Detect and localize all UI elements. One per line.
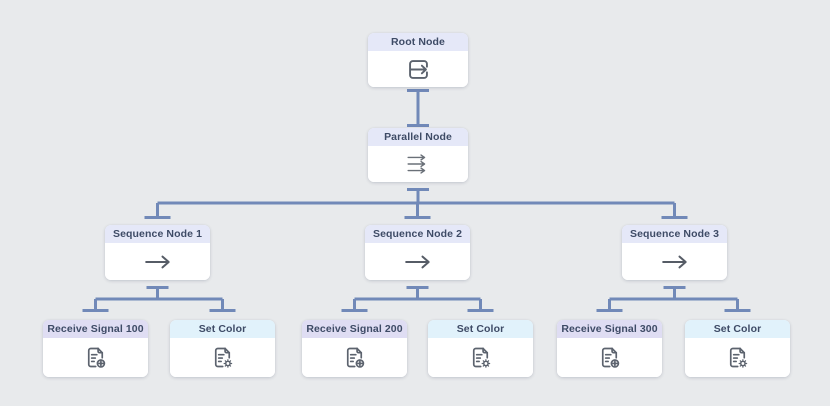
node-set-color-1-header: Set Color <box>170 320 275 338</box>
node-root[interactable]: Root Node <box>368 33 468 87</box>
node-sequence-2-body <box>365 243 470 280</box>
node-sequence-1-body <box>105 243 210 280</box>
arrow-right-icon <box>144 255 170 268</box>
node-set-color-2-header: Set Color <box>428 320 533 338</box>
document-gear-icon <box>729 347 748 369</box>
connector-sequence2-children <box>341 286 494 312</box>
node-receive-signal-200-body <box>302 338 407 377</box>
node-parallel-header: Parallel Node <box>368 128 468 146</box>
node-set-color-3[interactable]: Set Color <box>685 320 790 377</box>
node-set-color-3-body <box>685 338 790 377</box>
document-gear-icon <box>472 347 491 369</box>
node-receive-signal-200[interactable]: Receive Signal 200 <box>302 320 407 377</box>
node-sequence-3-header: Sequence Node 3 <box>622 225 727 243</box>
node-set-color-1[interactable]: Set Color <box>170 320 275 377</box>
connector-parallel-sequences <box>144 188 688 219</box>
document-add-icon <box>87 347 106 369</box>
document-add-icon <box>601 347 620 369</box>
connector-sequence3-children <box>596 286 751 312</box>
node-sequence-3-body <box>622 243 727 280</box>
arrow-right-icon <box>661 255 687 268</box>
node-set-color-1-body <box>170 338 275 377</box>
node-root-body <box>368 51 468 87</box>
node-sequence-3[interactable]: Sequence Node 3 <box>622 225 727 280</box>
connector-root-parallel <box>407 89 429 127</box>
node-receive-signal-300-header: Receive Signal 300 <box>557 320 662 338</box>
document-add-icon <box>346 347 365 369</box>
node-receive-signal-200-header: Receive Signal 200 <box>302 320 407 338</box>
connector-sequence1-children <box>82 286 236 312</box>
node-sequence-2[interactable]: Sequence Node 2 <box>365 225 470 280</box>
node-sequence-1[interactable]: Sequence Node 1 <box>105 225 210 280</box>
node-receive-signal-300-body <box>557 338 662 377</box>
node-set-color-2-body <box>428 338 533 377</box>
document-gear-icon <box>214 347 233 369</box>
node-receive-signal-300[interactable]: Receive Signal 300 <box>557 320 662 377</box>
arrow-right-icon <box>404 255 430 268</box>
node-sequence-1-header: Sequence Node 1 <box>105 225 210 243</box>
node-set-color-2[interactable]: Set Color <box>428 320 533 377</box>
node-parallel[interactable]: Parallel Node <box>368 128 468 182</box>
node-root-header: Root Node <box>368 33 468 51</box>
node-receive-signal-100-body <box>43 338 148 377</box>
node-sequence-2-header: Sequence Node 2 <box>365 225 470 243</box>
node-receive-signal-100[interactable]: Receive Signal 100 <box>43 320 148 377</box>
node-receive-signal-100-header: Receive Signal 100 <box>43 320 148 338</box>
parallel-arrows-icon <box>407 154 426 174</box>
node-set-color-3-header: Set Color <box>685 320 790 338</box>
node-parallel-body <box>368 146 468 182</box>
enter-arrow-icon <box>408 59 428 79</box>
